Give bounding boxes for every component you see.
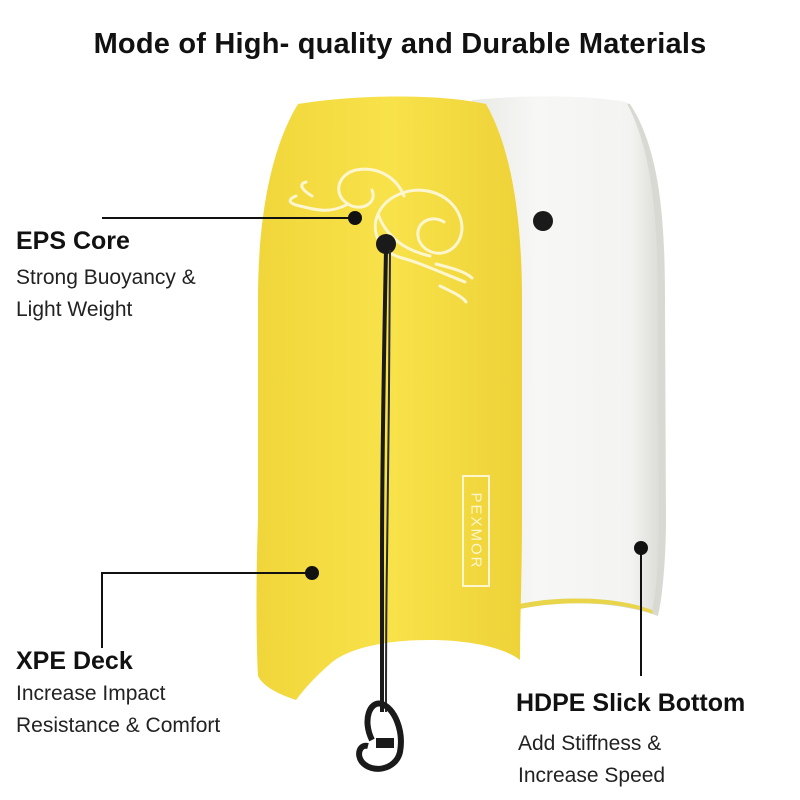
leash-plug-dot <box>533 211 553 231</box>
feature-name: HDPE Slick Bottom <box>516 689 746 717</box>
wave-logo <box>288 167 474 304</box>
xpe-callout-line <box>101 572 310 648</box>
feature-desc-line: Light Weight <box>16 298 133 321</box>
brand-logo-text: PEXMOR <box>468 492 485 569</box>
board-deck: PEXMOR <box>256 96 522 772</box>
feature-desc-line: Increase Speed <box>518 764 666 787</box>
eps-callout-dot <box>348 211 362 225</box>
feature-desc-line: Resistance & Comfort <box>16 714 221 737</box>
feature-xpe-deck: XPE Deck Increase Impact Resistance & Co… <box>16 646 306 742</box>
xpe-callout-dot <box>305 566 319 580</box>
headline: Mode of High- quality and Durable Materi… <box>93 28 707 60</box>
feature-desc-line: Add Stiffness & <box>518 732 662 755</box>
feature-desc-line: Increase Impact <box>16 682 166 705</box>
feature-desc-line: Strong Buoyancy & <box>16 266 196 289</box>
feature-eps-core: EPS Core Strong Buoyancy & Light Weight <box>16 226 276 326</box>
hdpe-callout-dot <box>634 541 648 555</box>
callout-lines <box>101 217 642 676</box>
feature-name: EPS Core <box>16 227 130 255</box>
feature-name: XPE Deck <box>16 647 133 675</box>
brand-badge: PEXMOR <box>462 475 490 587</box>
callout-dots <box>305 211 648 580</box>
feature-hdpe-bottom: HDPE Slick Bottom Add Stiffness & Increa… <box>516 688 796 792</box>
leash-cord <box>356 234 404 772</box>
